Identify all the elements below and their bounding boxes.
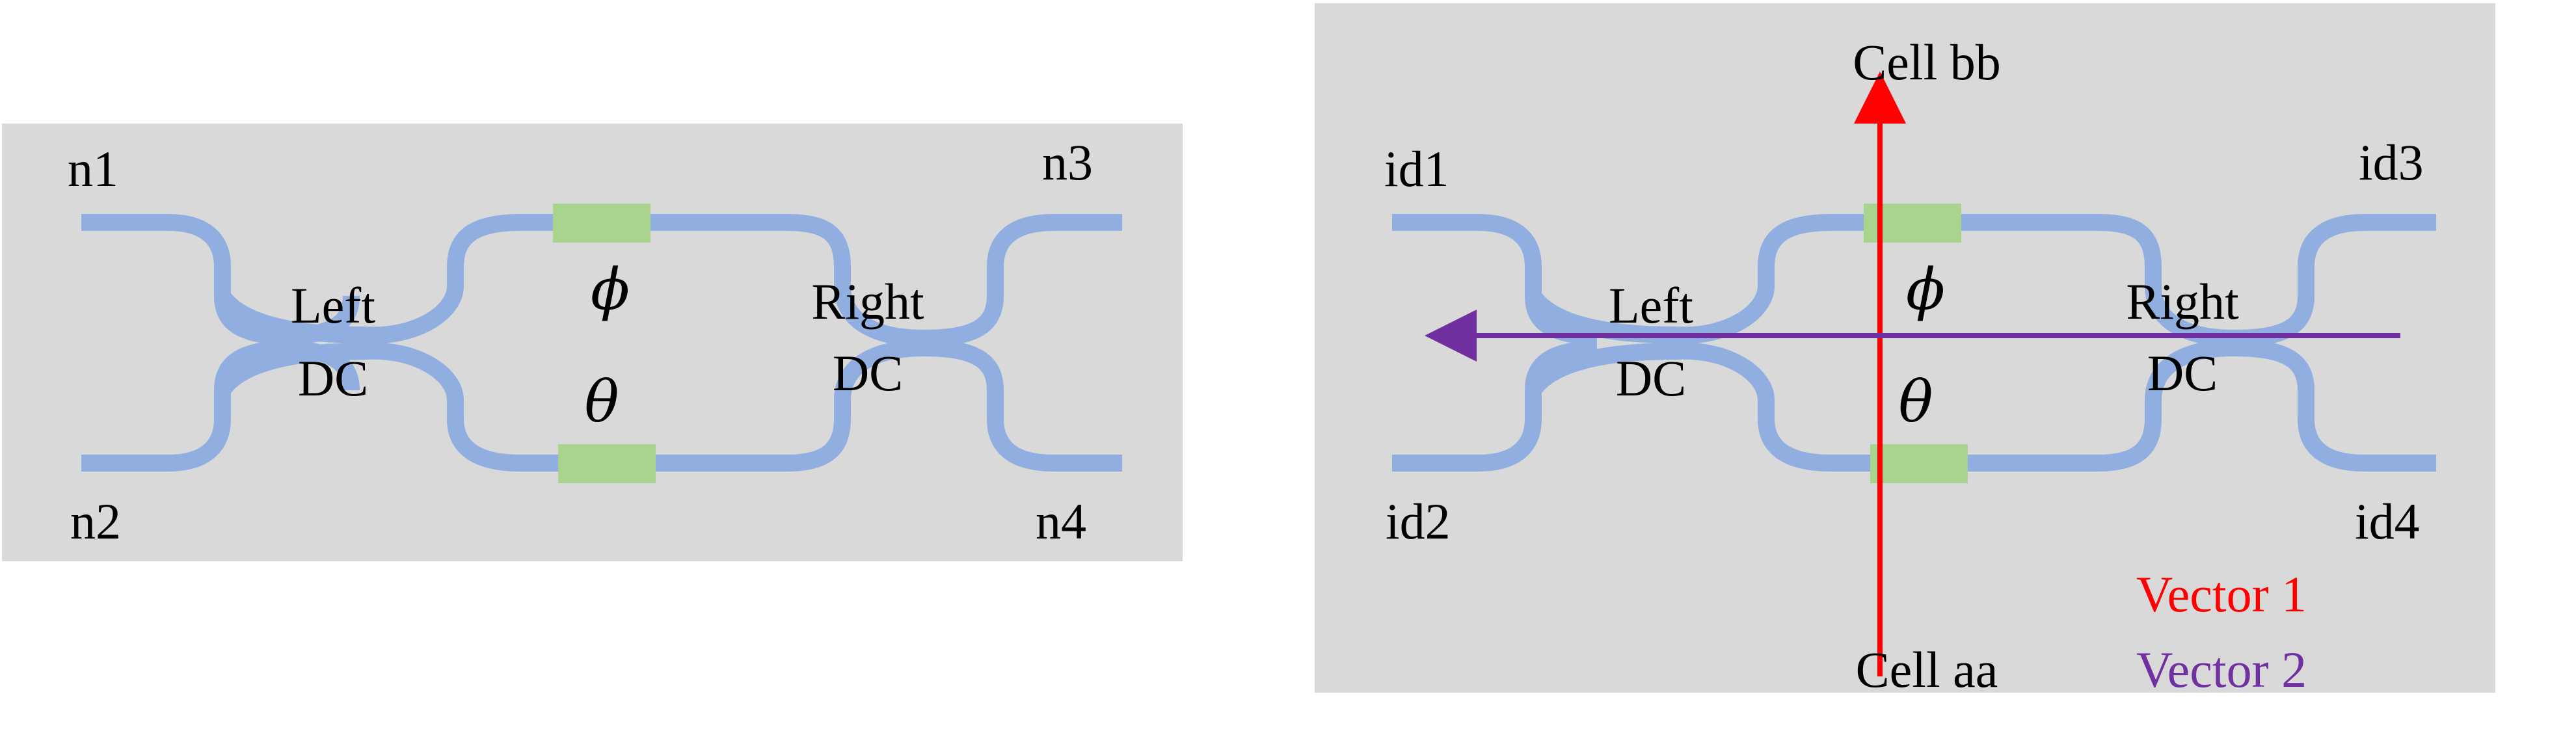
- port-label-id1: id1: [1384, 140, 1449, 197]
- waveguide-left-dc-crossing-2: [215, 340, 1122, 472]
- port-label-id2: id2: [1386, 493, 1451, 550]
- left-panel: n1 n2 n3 n4 Left DC Right DC ϕ θ: [2, 124, 1183, 561]
- phase-label-theta: θ: [1899, 368, 1933, 435]
- left-dc-label-line1: Left: [1609, 277, 1693, 334]
- waveguide-left-dc-crossing: [215, 214, 1122, 347]
- left-dc-label-line1: Left: [291, 277, 375, 334]
- waveguide-right-lower: [1526, 340, 2436, 472]
- right-dc-label-line1: Right: [2126, 273, 2239, 330]
- right-panel: Cell bb Cell aa id1 id2 id3 id4 Left DC …: [1315, 3, 2495, 698]
- port-label-n4: n4: [1036, 493, 1086, 550]
- right-dc-label-line2: DC: [833, 345, 903, 401]
- left-panel-background: [2, 124, 1183, 561]
- phase-label-phi: ϕ: [1906, 256, 1945, 323]
- phase-shifter-theta: [1870, 444, 1968, 483]
- left-dc-label-line2: DC: [298, 350, 368, 406]
- port-label-id4: id4: [2355, 493, 2420, 550]
- port-label-n2: n2: [70, 493, 121, 550]
- port-label-n3: n3: [1042, 134, 1093, 191]
- phase-label-theta: θ: [585, 368, 619, 435]
- cell-aa-label: Cell aa: [1856, 641, 1998, 698]
- port-label-n1: n1: [68, 140, 118, 197]
- cell-bb-label: Cell bb: [1853, 34, 2001, 90]
- left-dc-label-line2: DC: [1616, 350, 1686, 406]
- port-label-id3: id3: [2359, 134, 2424, 191]
- legend-vector-2: Vector 2: [2136, 641, 2307, 698]
- legend-vector-1: Vector 1: [2136, 566, 2307, 622]
- left-mzi-waveguides: [81, 214, 1122, 472]
- phase-shifter-phi: [553, 204, 651, 243]
- phase-label-phi: ϕ: [591, 256, 630, 323]
- right-dc-label-line2: DC: [2147, 345, 2218, 401]
- right-panel-background: [1315, 3, 2495, 693]
- right-dc-label-line1: Right: [811, 273, 924, 330]
- waveguide-id2-arm: [1392, 340, 1598, 472]
- waveguide-id1-arm: [1392, 214, 1598, 345]
- phase-shifter-theta: [558, 444, 656, 483]
